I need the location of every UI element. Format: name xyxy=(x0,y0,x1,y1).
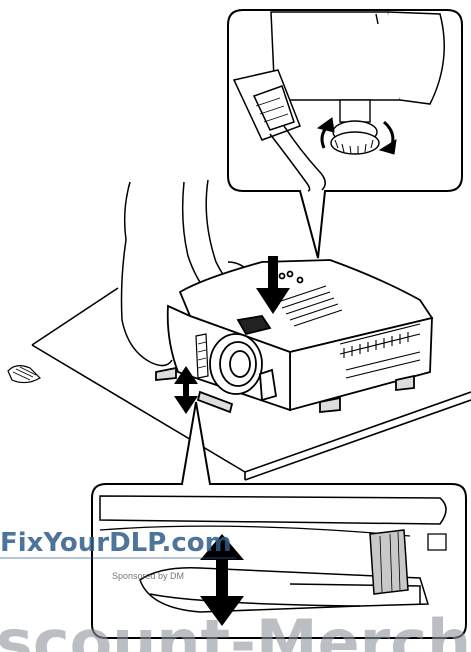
top-detail-callout xyxy=(227,9,463,259)
watermark-sponsor: Sponsored by DM xyxy=(112,571,184,581)
watermark-banner: scount-Merch xyxy=(0,606,471,652)
power-plug xyxy=(232,69,326,192)
rotate-arrows-icon xyxy=(316,117,397,155)
watermark: FixYourDLP.com Sponsored by DM scount-Me… xyxy=(0,528,471,652)
up-down-arrow-icon xyxy=(200,534,244,626)
watermark-site: FixYourDLP.com xyxy=(0,528,232,558)
left-foot xyxy=(7,365,41,384)
top-vent xyxy=(277,285,343,327)
up-down-arrow-icon xyxy=(174,366,198,414)
rotating-foot xyxy=(330,99,380,155)
projector-lens xyxy=(209,333,263,395)
bottom-detail-callout xyxy=(91,401,467,639)
projector xyxy=(155,259,434,414)
table-surface xyxy=(31,287,471,481)
down-arrow-icon xyxy=(256,256,290,314)
side-vent xyxy=(339,323,421,379)
